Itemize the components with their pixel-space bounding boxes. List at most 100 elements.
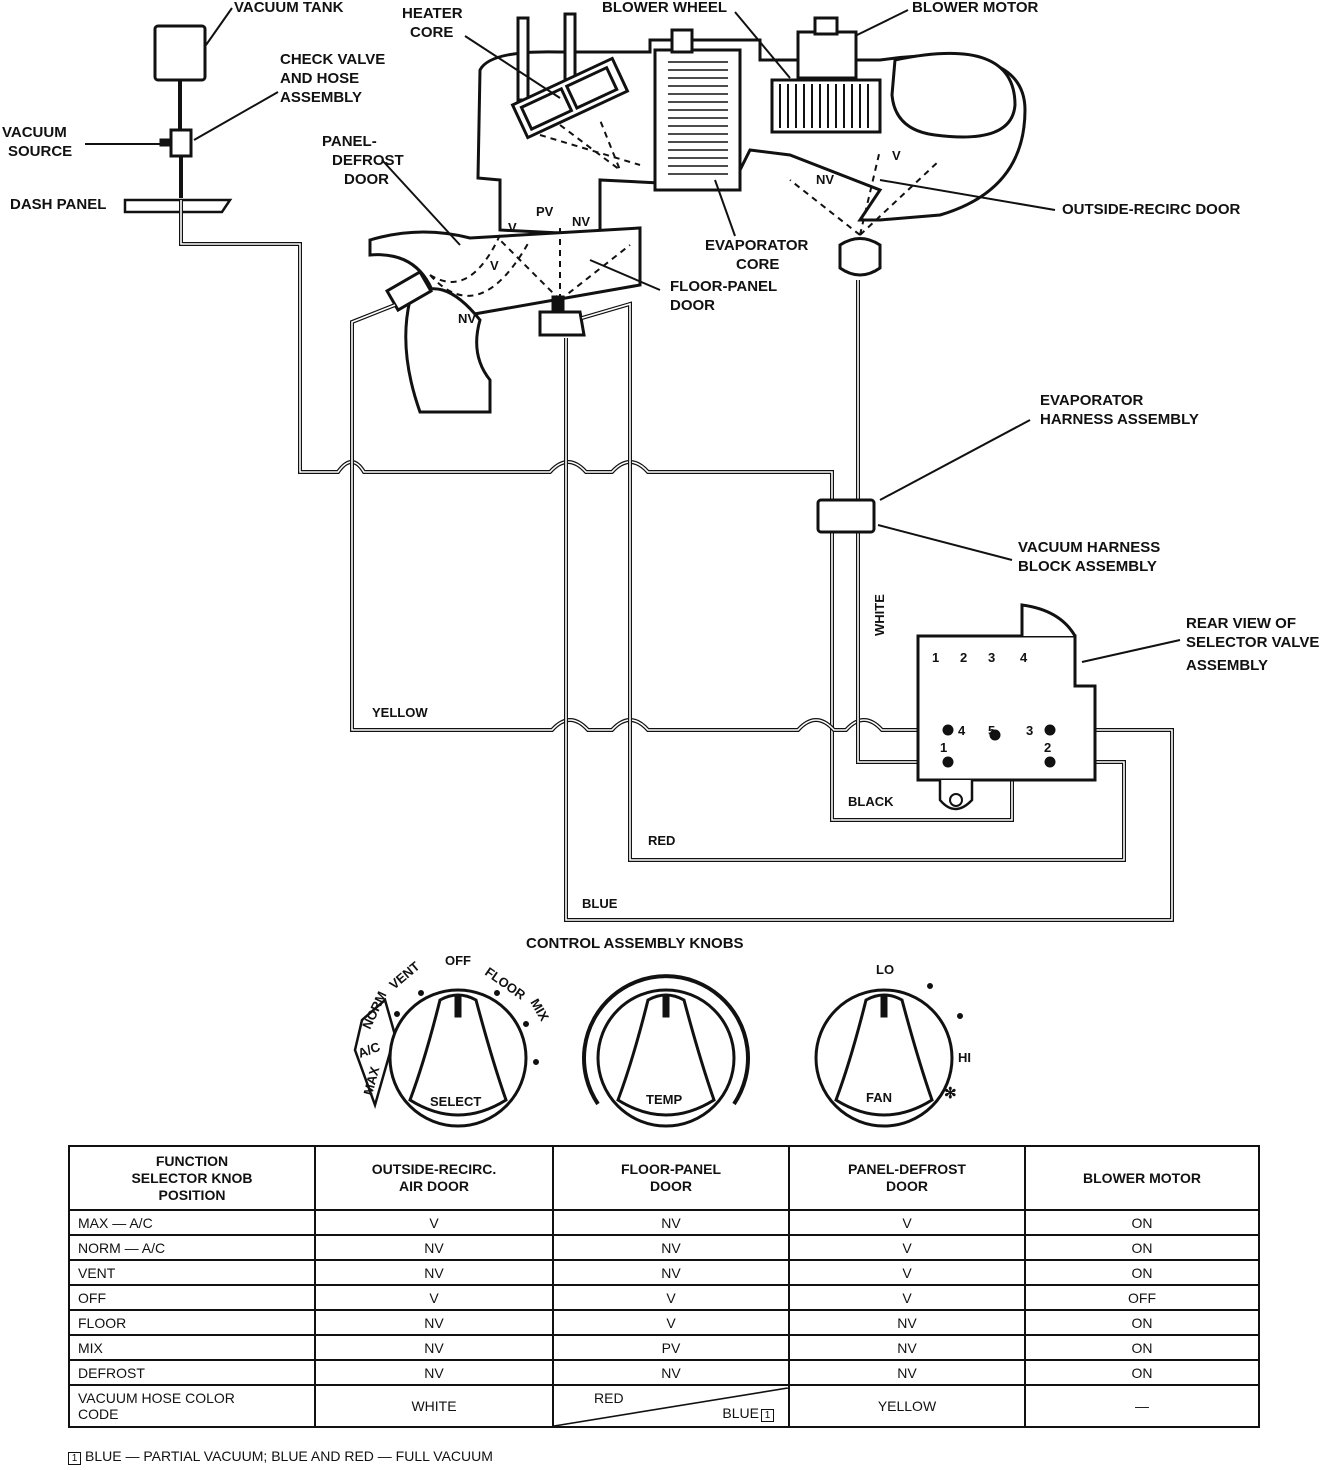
fan-hi-label: HI [958, 1050, 971, 1065]
label-check-valve-3: ASSEMBLY [280, 89, 362, 106]
temp-knob[interactable]: TEMP [582, 974, 750, 1128]
door-label-pv: PV [536, 204, 554, 219]
label-harness-block-2: BLOCK ASSEMBLY [1018, 558, 1157, 575]
port-top-4: 4 [1020, 650, 1028, 665]
leader-lines [381, 9, 1181, 663]
leader-vacuum-tank [205, 7, 233, 46]
cell-floor-panel: V [552, 1284, 790, 1311]
select-pos-mix: MIX [527, 996, 552, 1024]
cell-position: NORM — A/C [68, 1234, 316, 1261]
select-pos-ac: A/C [356, 1039, 383, 1061]
header-outside-recirc: OUTSIDE-RECIRC.AIR DOOR [314, 1145, 554, 1211]
fan-knob-label: FAN [866, 1090, 892, 1105]
port-5: 5 [988, 723, 995, 738]
select-pos-off: OFF [445, 953, 471, 968]
cell-panel-defrost: NV [788, 1309, 1026, 1336]
vacuum-hoses [179, 200, 1174, 922]
hose-label-yellow: YELLOW [372, 705, 428, 720]
label-evap-harness-2: HARNESS ASSEMBLY [1040, 411, 1199, 428]
temp-knob-label: TEMP [646, 1092, 682, 1107]
cell-blower: ON [1024, 1309, 1260, 1336]
cell-outside-recirc: NV [314, 1359, 554, 1386]
label-dash-panel: DASH PANEL [10, 196, 106, 213]
select-knob-label: SELECT [430, 1094, 481, 1109]
port-4: 4 [958, 723, 966, 738]
hose-label-black: BLACK [848, 794, 894, 809]
cell-color-blower: — [1024, 1384, 1260, 1428]
table-row: FLOOR NV V NV ON [68, 1309, 1260, 1336]
select-pos-vent: VENT [386, 958, 422, 992]
door-label-nv-1: NV [572, 214, 590, 229]
table-row: OFF V V V OFF [68, 1284, 1260, 1311]
vacuum-system-diagram: VACUUM TANK CHECK VALVE AND HOSE ASSEMBL… [2, 0, 1319, 1128]
select-knob[interactable]: SELECT MAX A/C NORM VENT OFF FLOOR MIX [353, 953, 552, 1128]
cell-position: FLOOR [68, 1309, 316, 1336]
cell-blower: OFF [1024, 1284, 1260, 1311]
label-check-valve-2: AND HOSE [280, 70, 359, 87]
cell-position: DEFROST [68, 1359, 316, 1386]
footnote-marker: 1 [761, 1409, 774, 1422]
cell-blower: ON [1024, 1334, 1260, 1361]
label-panel-defrost-2: DEFROST [332, 152, 404, 169]
cell-panel-defrost: V [788, 1234, 1026, 1261]
footnote-text: BLUE — PARTIAL VACUUM; BLUE AND RED — FU… [85, 1448, 493, 1464]
cell-panel-defrost: NV [788, 1334, 1026, 1361]
cell-outside-recirc: V [314, 1284, 554, 1311]
hose-label-blue: BLUE [582, 896, 618, 911]
label-vacuum-source-2: SOURCE [8, 143, 72, 160]
label-rear-view-1: REAR VIEW OF [1186, 615, 1296, 632]
table-row: VENT NV NV V ON [68, 1259, 1260, 1286]
port-top-1: 1 [932, 650, 939, 665]
label-vacuum-source-1: VACUUM [2, 124, 67, 141]
cell-position: MAX — A/C [68, 1209, 316, 1236]
cell-blower: ON [1024, 1259, 1260, 1286]
cell-floor-panel: NV [552, 1209, 790, 1236]
color-red: RED [594, 1390, 624, 1406]
cell-floor-panel: PV [552, 1334, 790, 1361]
cell-outside-recirc: V [314, 1209, 554, 1236]
port-1: 1 [940, 740, 947, 755]
table-row: NORM — A/C NV NV V ON [68, 1234, 1260, 1261]
vacuum-harness-block [816, 498, 876, 534]
label-evaporator-1: EVAPORATOR [705, 237, 809, 254]
label-harness-block-1: VACUUM HARNESS [1018, 539, 1160, 556]
leader-check-valve [193, 91, 279, 141]
label-floor-panel-1: FLOOR-PANEL [670, 278, 777, 295]
cell-color-panel-defrost: YELLOW [788, 1384, 1026, 1428]
label-blower-motor: BLOWER MOTOR [912, 0, 1039, 16]
cell-outside-recirc: NV [314, 1234, 554, 1261]
port-top-3: 3 [988, 650, 995, 665]
cell-floor-panel: V [552, 1309, 790, 1336]
vacuum-tank [153, 24, 207, 130]
dash-panel [123, 198, 233, 214]
port-top-2: 2 [960, 650, 967, 665]
split-diagonal [554, 1387, 788, 1426]
door-label-v-2: V [490, 258, 499, 273]
cell-outside-recirc: NV [314, 1309, 554, 1336]
label-heater-core-2: CORE [410, 24, 453, 41]
hvac-housing [368, 12, 1027, 414]
fan-knob[interactable]: FAN LO HI ✻ [814, 962, 971, 1128]
cell-color-outside-recirc: WHITE [314, 1384, 554, 1428]
hose-label-red: RED [648, 833, 675, 848]
fan-icon: ✻ [944, 1085, 957, 1102]
cell-position: OFF [68, 1284, 316, 1311]
select-pos-max: MAX [360, 1065, 382, 1097]
cell-position: MIX [68, 1334, 316, 1361]
port-2: 2 [1044, 740, 1051, 755]
cell-floor-panel: NV [552, 1234, 790, 1261]
port-3: 3 [1026, 723, 1033, 738]
door-label-nv-2: NV [458, 311, 476, 326]
label-rear-view-3: ASSEMBLY [1186, 657, 1268, 674]
label-evap-harness-1: EVAPORATOR [1040, 392, 1144, 409]
cell-panel-defrost: V [788, 1284, 1026, 1311]
label-heater-core-1: HEATER [402, 5, 463, 22]
cell-outside-recirc: NV [314, 1334, 554, 1361]
door-label-v-3: V [892, 148, 901, 163]
